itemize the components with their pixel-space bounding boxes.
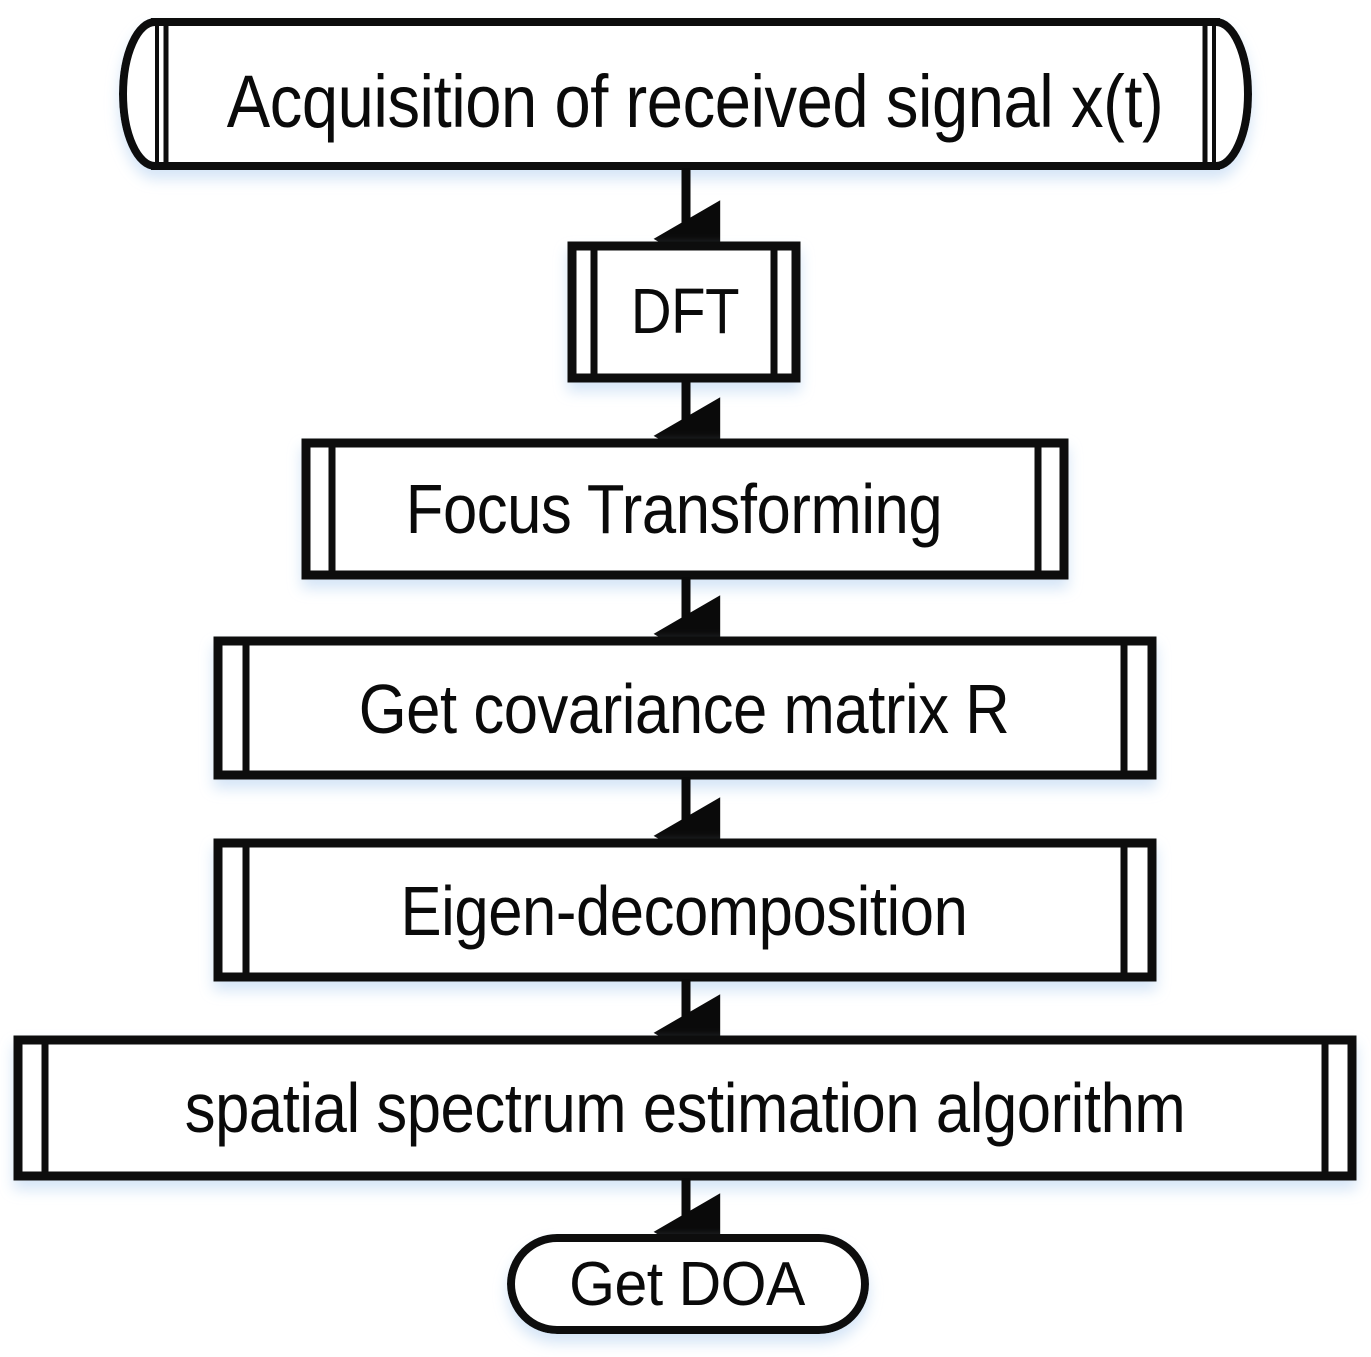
cylinder-right-cap (1212, 18, 1252, 170)
node-spatial-label: spatial spectrum estimation algorithm (184, 1069, 1186, 1147)
spatial-outer-rect (13, 1035, 1357, 1181)
node-spatial-shape[interactable] (13, 1035, 1357, 1181)
node-covariance-shape[interactable] (213, 636, 1157, 780)
node-eigen-label: Eigen-decomposition (400, 872, 968, 950)
eigen-outer-rect (213, 838, 1157, 982)
node-dft-label: DFT (630, 275, 740, 347)
node-covariance-label: Get covariance matrix R (358, 670, 1010, 748)
doa-stadium-rect (507, 1234, 869, 1334)
node-acquisition-shape[interactable] (119, 18, 1252, 170)
node-eigen-shape[interactable] (213, 838, 1157, 982)
node-focus-shape[interactable] (301, 438, 1069, 580)
node-dft-shape[interactable] (567, 241, 801, 383)
node-acquisition-label: Acquisition of received signal x(t) (226, 59, 1164, 143)
focus-outer-rect (301, 438, 1069, 580)
node-doa-label: Get DOA (569, 1249, 805, 1319)
dft-outer-rect (567, 241, 801, 383)
covariance-outer-rect (213, 636, 1157, 780)
node-focus-label: Focus Transforming (405, 470, 943, 548)
node-doa-shape[interactable] (507, 1234, 869, 1334)
cylinder-left-cap (119, 18, 159, 170)
